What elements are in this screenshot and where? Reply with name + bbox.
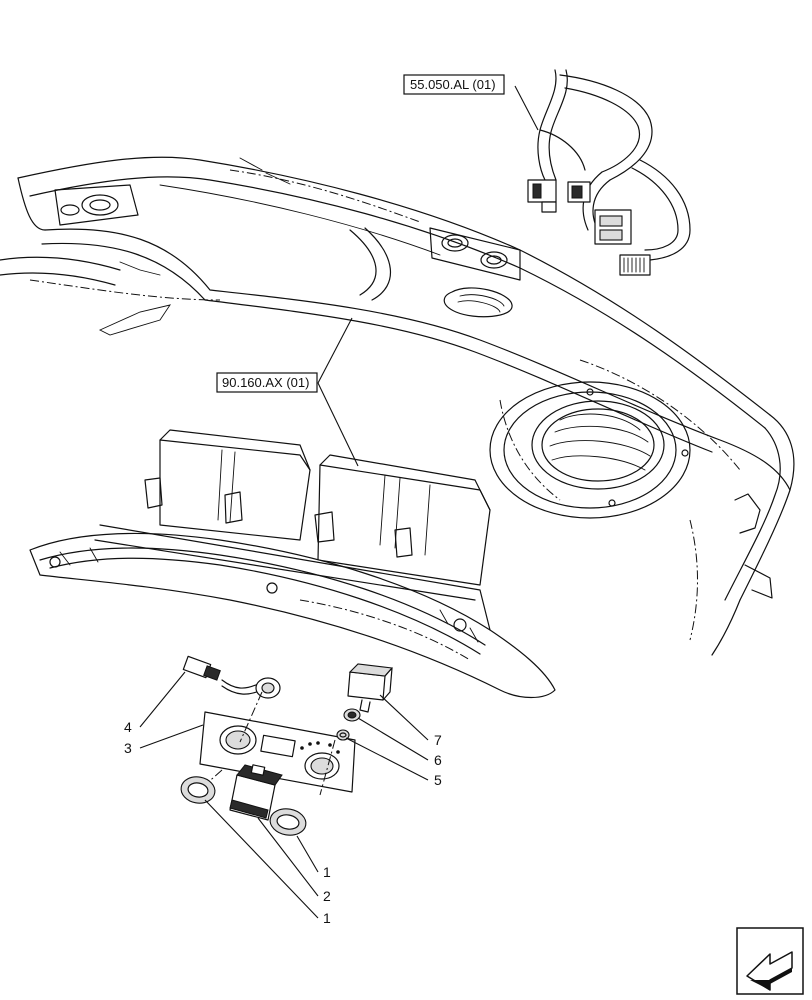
reference-harness[interactable]: 55.050.AL (01) — [403, 74, 505, 95]
wiring-harness — [527, 69, 691, 276]
part-2-rocker-switch — [229, 764, 283, 821]
callout-1-lower: 1 — [323, 910, 331, 926]
reference-harness-label[interactable]: 55.050.AL (01) — [410, 77, 496, 92]
part-6-knob-nut — [343, 708, 361, 722]
dashboard-panel — [29, 429, 556, 699]
callout-7: 7 — [434, 732, 442, 748]
callout-3: 3 — [124, 740, 132, 756]
callout-numbers: 4 3 7 6 5 1 2 1 — [124, 719, 442, 926]
part-4-connector — [182, 655, 281, 699]
part-5-washer — [336, 729, 350, 741]
callout-4: 4 — [124, 719, 132, 735]
callout-2: 2 — [323, 888, 331, 904]
part-1-trim-ring-right — [269, 808, 307, 836]
dashboard-shell — [0, 156, 795, 656]
next-page-arrow-icon[interactable] — [736, 927, 804, 995]
part-7-rotary-switch — [347, 663, 394, 713]
leader-lines — [139, 85, 539, 919]
callout-1-upper: 1 — [323, 864, 331, 880]
reference-dashboard-label[interactable]: 90.160.AX (01) — [222, 375, 309, 390]
part-3-control-plate — [199, 691, 356, 796]
callout-6: 6 — [434, 752, 442, 768]
callout-5: 5 — [434, 772, 442, 788]
part-1-trim-ring-left — [180, 776, 216, 804]
reference-dashboard[interactable]: 90.160.AX (01) — [216, 372, 318, 393]
